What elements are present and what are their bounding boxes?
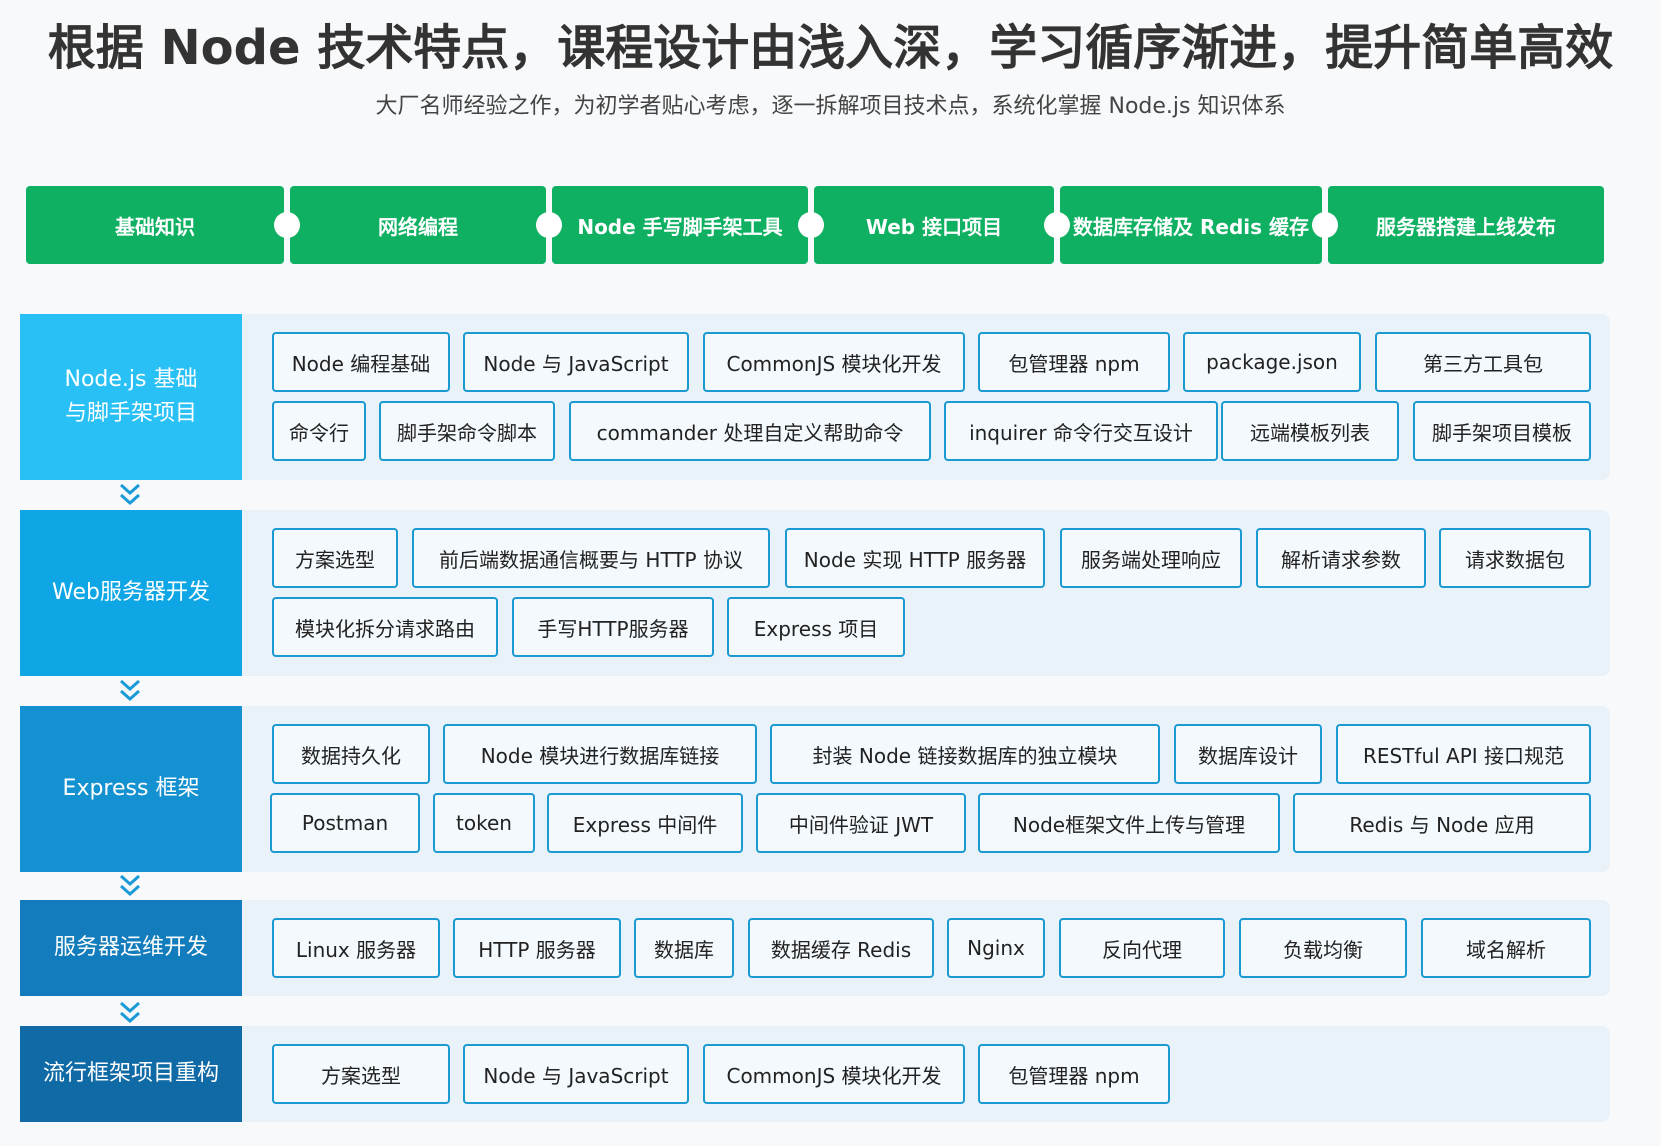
topic-tag: 前后端数据通信概要与 HTTP 协议 xyxy=(412,528,770,588)
module-label: 服务器运维开发 xyxy=(20,900,242,996)
stage-3: Node 手写脚手架工具 xyxy=(552,186,808,264)
stage-4: Web 接口项目 xyxy=(814,186,1054,264)
stage-5: 数据库存储及 Redis 缓存 xyxy=(1060,186,1322,264)
topic-tag: commander 处理自定义帮助命令 xyxy=(569,401,931,461)
topic-tag: 服务端处理响应 xyxy=(1060,528,1242,588)
stage-connector-dot xyxy=(798,212,824,238)
stage-2: 网络编程 xyxy=(290,186,546,264)
topic-tag: 负载均衡 xyxy=(1239,918,1407,978)
topic-tag: 封装 Node 链接数据库的独立模块 xyxy=(770,724,1160,784)
topic-tag: 模块化拆分请求路由 xyxy=(272,597,498,657)
module-label: Node.js 基础 与脚手架项目 xyxy=(20,314,242,480)
stage-6: 服务器搭建上线发布 xyxy=(1328,186,1604,264)
topic-tag: 手写HTTP服务器 xyxy=(512,597,714,657)
stage-connector-dot xyxy=(1044,212,1070,238)
topic-tag: 远端模板列表 xyxy=(1221,401,1399,461)
topic-tag: 数据持久化 xyxy=(272,724,430,784)
topic-tag: 方案选型 xyxy=(272,528,398,588)
stage-connector-dot xyxy=(1312,212,1338,238)
topic-tag: Express 项目 xyxy=(727,597,905,657)
double-chevron-down-icon xyxy=(120,1001,140,1024)
topic-tag: 反向代理 xyxy=(1059,918,1225,978)
double-chevron-down-icon xyxy=(120,483,140,506)
topic-tag: 包管理器 npm xyxy=(978,1044,1170,1104)
page-title: 根据 Node 技术特点，课程设计由浅入深，学习循序渐进，提升简单高效 xyxy=(47,20,1614,76)
page-subtitle: 大厂名师经验之作，为初学者贴心考虑，逐一拆解项目技术点，系统化掌握 Node.j… xyxy=(375,94,1286,119)
double-chevron-down-icon xyxy=(120,874,140,897)
topic-tag: 解析请求参数 xyxy=(1256,528,1426,588)
topic-tag: 数据库设计 xyxy=(1174,724,1322,784)
topic-tag: package.json xyxy=(1183,332,1361,392)
topic-tag: 命令行 xyxy=(272,401,366,461)
topic-tag: Linux 服务器 xyxy=(272,918,440,978)
stage-connector-dot xyxy=(274,212,300,238)
module-label: 流行框架项目重构 xyxy=(20,1026,242,1122)
topic-tag: inquirer 命令行交互设计 xyxy=(944,401,1218,461)
topic-tag: Node 实现 HTTP 服务器 xyxy=(785,528,1045,588)
topic-tag: 请求数据包 xyxy=(1439,528,1591,588)
module-row-nodejs-basics: Node.js 基础 与脚手架项目 Node 编程基础 Node 与 JavaS… xyxy=(20,314,1610,480)
stage-connector-dot xyxy=(536,212,562,238)
topic-tag: 数据库 xyxy=(634,918,734,978)
topic-tag: Redis 与 Node 应用 xyxy=(1293,793,1591,853)
topic-tag: 中间件验证 JWT xyxy=(756,793,966,853)
topic-tag: 脚手架命令脚本 xyxy=(379,401,555,461)
topic-tag: Postman xyxy=(270,793,420,853)
topic-tag: CommonJS 模块化开发 xyxy=(703,1044,965,1104)
topic-tag: token xyxy=(433,793,535,853)
topic-tag: Node 编程基础 xyxy=(272,332,450,392)
topic-tag: Node 与 JavaScript xyxy=(463,1044,689,1104)
topic-tag: HTTP 服务器 xyxy=(453,918,621,978)
stage-1: 基础知识 xyxy=(26,186,284,264)
topic-tag: Node框架文件上传与管理 xyxy=(978,793,1280,853)
double-chevron-down-icon xyxy=(120,679,140,702)
topic-tag: 脚手架项目模板 xyxy=(1413,401,1591,461)
topic-tag: 数据缓存 Redis xyxy=(748,918,934,978)
topic-tag: 域名解析 xyxy=(1421,918,1591,978)
module-row-express: Express 框架 数据持久化 Node 模块进行数据库链接 封装 Node … xyxy=(20,706,1610,872)
topic-tag: Express 中间件 xyxy=(547,793,743,853)
module-label: Web服务器开发 xyxy=(20,510,242,676)
topic-tag: 包管理器 npm xyxy=(978,332,1170,392)
topic-tag: RESTful API 接口规范 xyxy=(1336,724,1591,784)
topic-tag: Node 模块进行数据库链接 xyxy=(443,724,757,784)
module-row-server-ops: 服务器运维开发 Linux 服务器 HTTP 服务器 数据库 数据缓存 Redi… xyxy=(20,900,1610,996)
module-label: Express 框架 xyxy=(20,706,242,872)
topic-tag: Node 与 JavaScript xyxy=(463,332,689,392)
module-row-web-server: Web服务器开发 方案选型 前后端数据通信概要与 HTTP 协议 Node 实现… xyxy=(20,510,1610,676)
module-row-framework-refactor: 流行框架项目重构 方案选型 Node 与 JavaScript CommonJS… xyxy=(20,1026,1610,1122)
topic-tag: 方案选型 xyxy=(272,1044,450,1104)
topic-tag: CommonJS 模块化开发 xyxy=(703,332,965,392)
stage-bar: 基础知识 网络编程 Node 手写脚手架工具 Web 接口项目 数据库存储及 R… xyxy=(26,186,1604,264)
topic-tag: Nginx xyxy=(947,918,1045,978)
topic-tag: 第三方工具包 xyxy=(1375,332,1591,392)
